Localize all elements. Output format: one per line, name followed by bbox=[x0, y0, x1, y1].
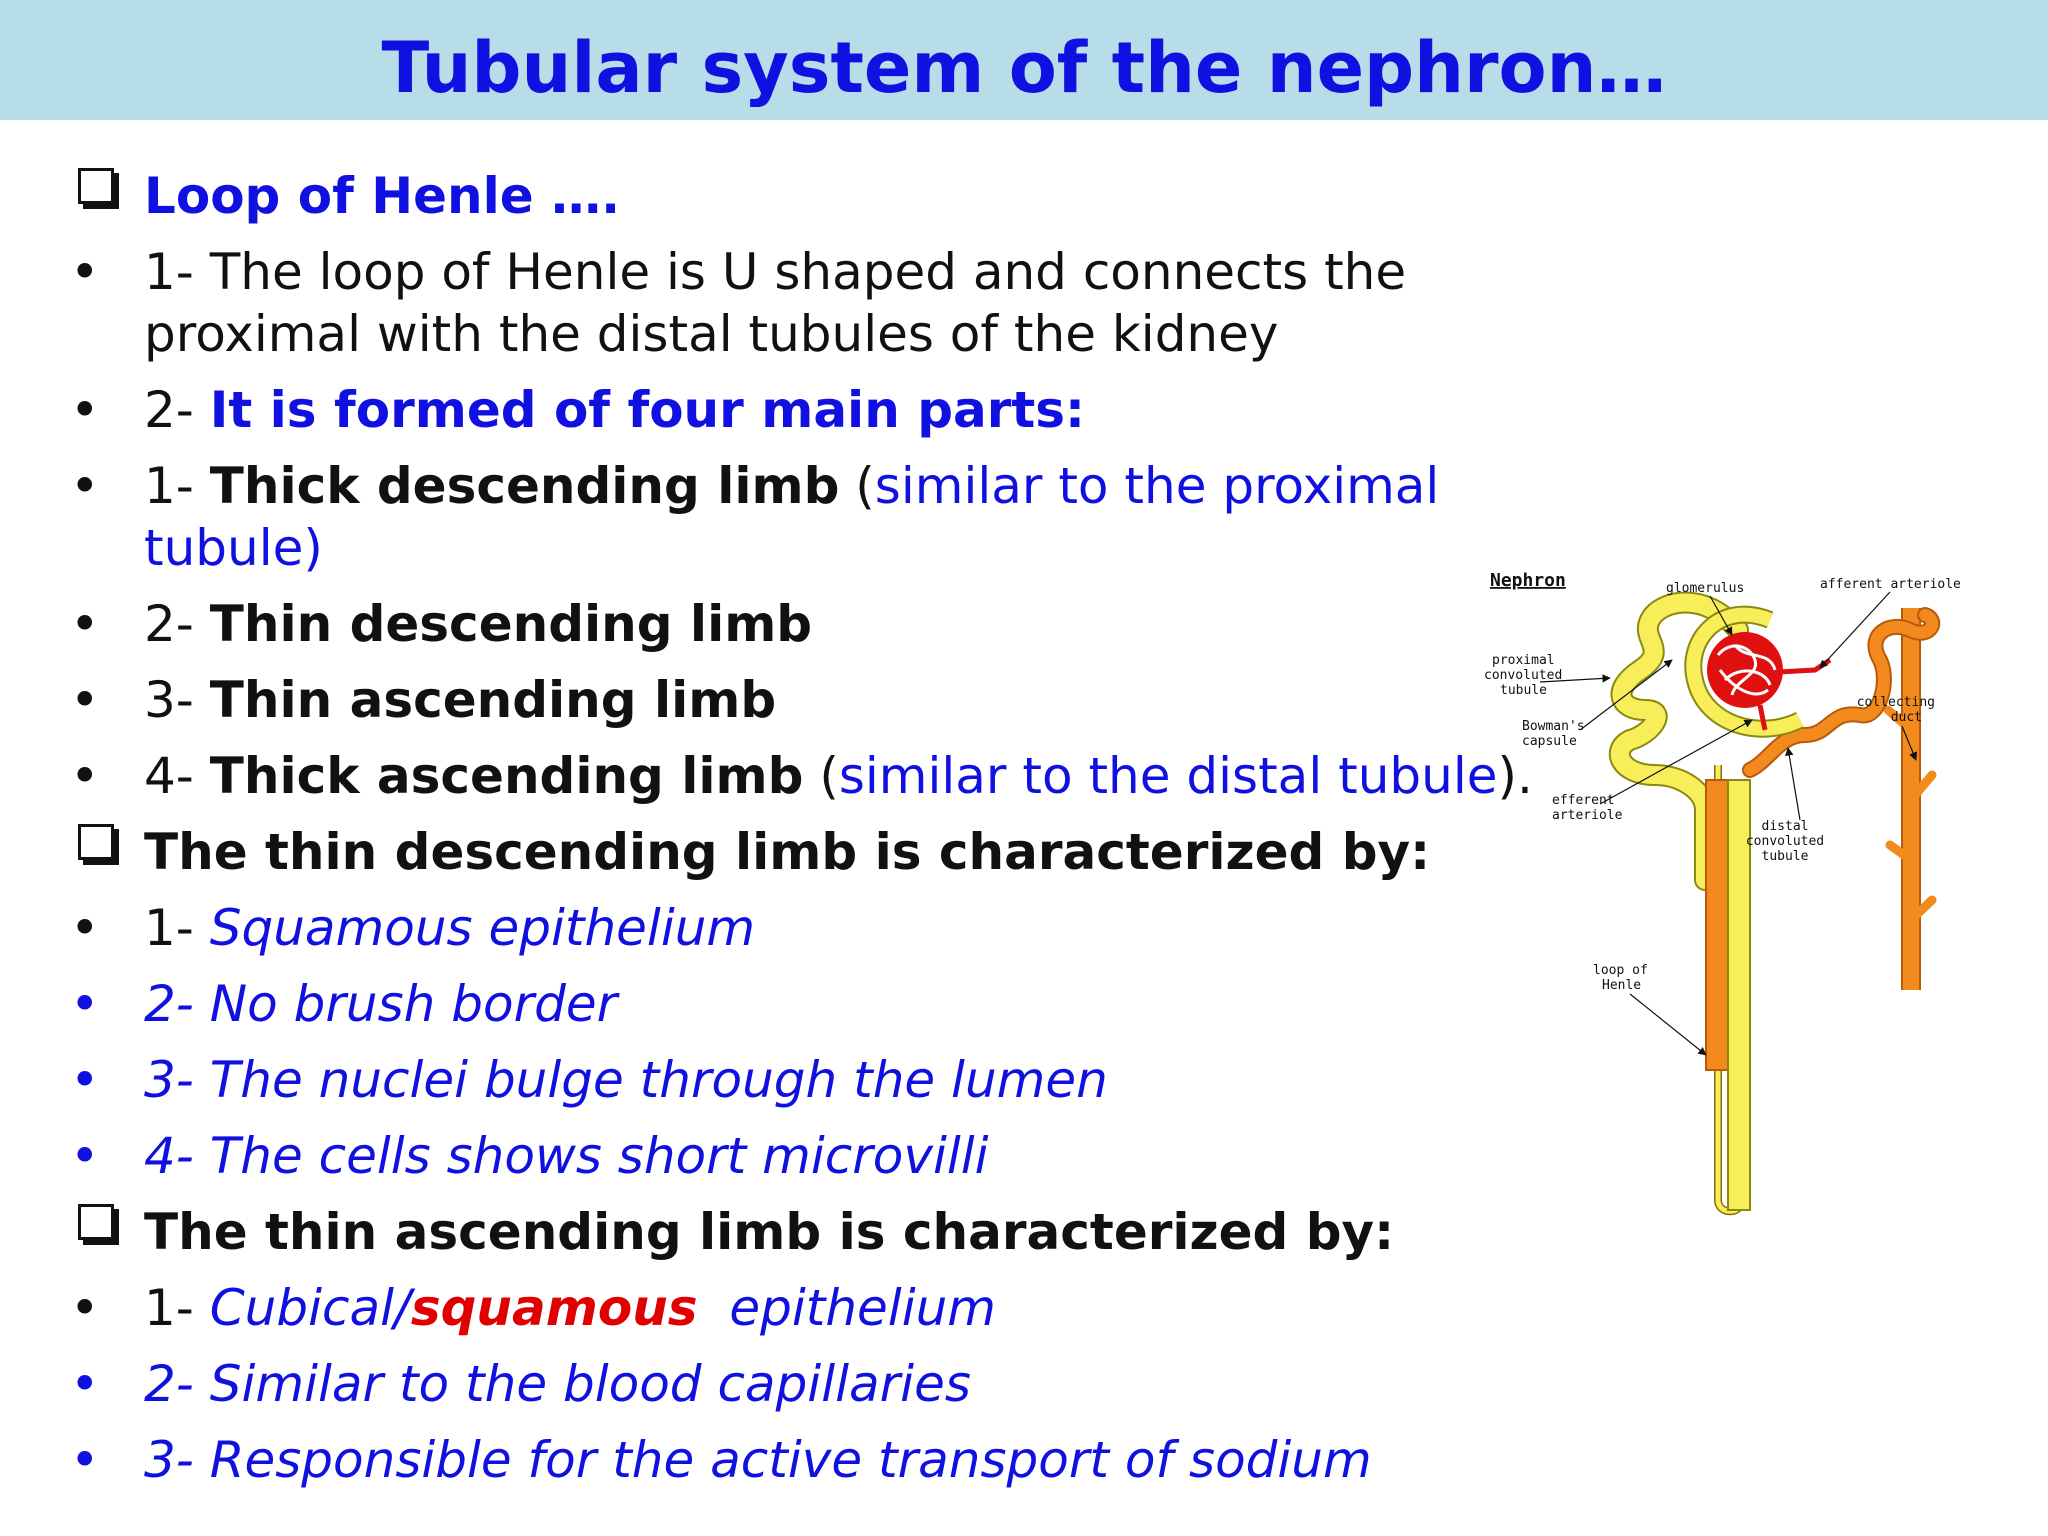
heading-thin-ascending: The thin ascending limb is characterized… bbox=[144, 1203, 1395, 1261]
asc-2: 2- Similar to the blood capillaries bbox=[144, 1355, 971, 1413]
label-collecting-1: collecting bbox=[1857, 695, 1935, 710]
bowmans-capsule-shape bbox=[1684, 605, 1805, 738]
bullet-icon: • bbox=[70, 595, 100, 653]
heading-thin-descending: The thin descending limb is characterize… bbox=[144, 823, 1431, 881]
item-1: 1- The loop of Henle is U shaped and con… bbox=[144, 243, 1407, 301]
desc-4: 4- The cells shows short microvilli bbox=[144, 1127, 989, 1185]
bullet-icon: • bbox=[70, 899, 100, 957]
distal-tubule-shape bbox=[1742, 607, 1941, 778]
desc-1: 1- Squamous epithelium bbox=[144, 899, 756, 957]
checkbox-bullet-icon bbox=[78, 1204, 114, 1240]
asc-1: 1- Cubical/squamous epithelium bbox=[144, 1279, 996, 1337]
bullet-icon: • bbox=[70, 1431, 100, 1489]
label-loop-1: loop of bbox=[1593, 963, 1648, 978]
label-bowman-1: Bowman's bbox=[1522, 719, 1585, 734]
label-collecting-2: duct bbox=[1891, 710, 1922, 725]
part-1-continued: tubule) bbox=[144, 519, 323, 577]
asc-3: 3- Responsible for the active transport … bbox=[144, 1431, 1372, 1489]
label-efferent-1: efferent bbox=[1552, 793, 1615, 808]
checkbox-bullet-icon bbox=[78, 824, 114, 860]
pointer-lines bbox=[1539, 591, 1918, 1056]
label-efferent-2: arteriole bbox=[1552, 808, 1623, 823]
label-proximal-2: convoluted bbox=[1484, 668, 1562, 683]
bullet-icon: • bbox=[70, 975, 100, 1033]
bullet-icon: • bbox=[70, 457, 100, 515]
part-2: 2- Thin descending limb bbox=[144, 595, 813, 653]
label-distal-1: distal bbox=[1762, 819, 1809, 834]
loop-of-henle-shape bbox=[1705, 765, 1751, 1216]
label-loop-2: Henle bbox=[1602, 978, 1641, 993]
bullet-icon: • bbox=[70, 747, 100, 805]
bullet-icon: • bbox=[70, 1355, 100, 1413]
bullet-icon: • bbox=[70, 381, 100, 439]
diagram-title: Nephron bbox=[1490, 570, 1566, 591]
item-2: 2- It is formed of four main parts: bbox=[144, 381, 1086, 439]
collecting-duct-shape bbox=[1883, 608, 1937, 990]
label-proximal-3: tubule bbox=[1500, 683, 1547, 698]
label-afferent-arteriole: afferent arteriole bbox=[1820, 577, 1960, 592]
part-1: 1- Thick descending limb (similar to the… bbox=[144, 457, 1440, 515]
label-distal-3: tubule bbox=[1762, 849, 1809, 864]
label-distal-2: convoluted bbox=[1746, 834, 1824, 849]
part-4: 4- Thick ascending limb (similar to the … bbox=[144, 747, 1533, 805]
heading-loop-of-henle: Loop of Henle …. bbox=[144, 167, 621, 225]
bullet-icon: • bbox=[70, 1279, 100, 1337]
proximal-tubule-shape bbox=[1608, 591, 1749, 891]
desc-3: 3- The nuclei bulge through the lumen bbox=[144, 1051, 1108, 1109]
label-glomerulus: glomerulus bbox=[1666, 581, 1744, 596]
title-bar bbox=[0, 0, 2048, 120]
label-bowman-2: capsule bbox=[1522, 734, 1577, 749]
slide-title: Tubular system of the nephron… bbox=[381, 27, 1667, 109]
bullet-icon: • bbox=[70, 671, 100, 729]
part-3: 3- Thin ascending limb bbox=[144, 671, 777, 729]
bullet-icon: • bbox=[70, 1127, 100, 1185]
item-1-continued: proximal with the distal tubules of the … bbox=[144, 305, 1279, 363]
label-proximal-1: proximal bbox=[1492, 653, 1555, 668]
slide-content: Loop of Henle …. • 1- The loop of Henle … bbox=[70, 167, 1533, 1489]
desc-2: 2- No brush border bbox=[144, 975, 618, 1033]
bullet-icon: • bbox=[70, 1051, 100, 1109]
checkbox-bullet-icon bbox=[78, 168, 114, 204]
bullet-icon: • bbox=[70, 243, 100, 301]
nephron-diagram: Nephron glomerulus afferent arteriole pr… bbox=[1484, 570, 1960, 1216]
